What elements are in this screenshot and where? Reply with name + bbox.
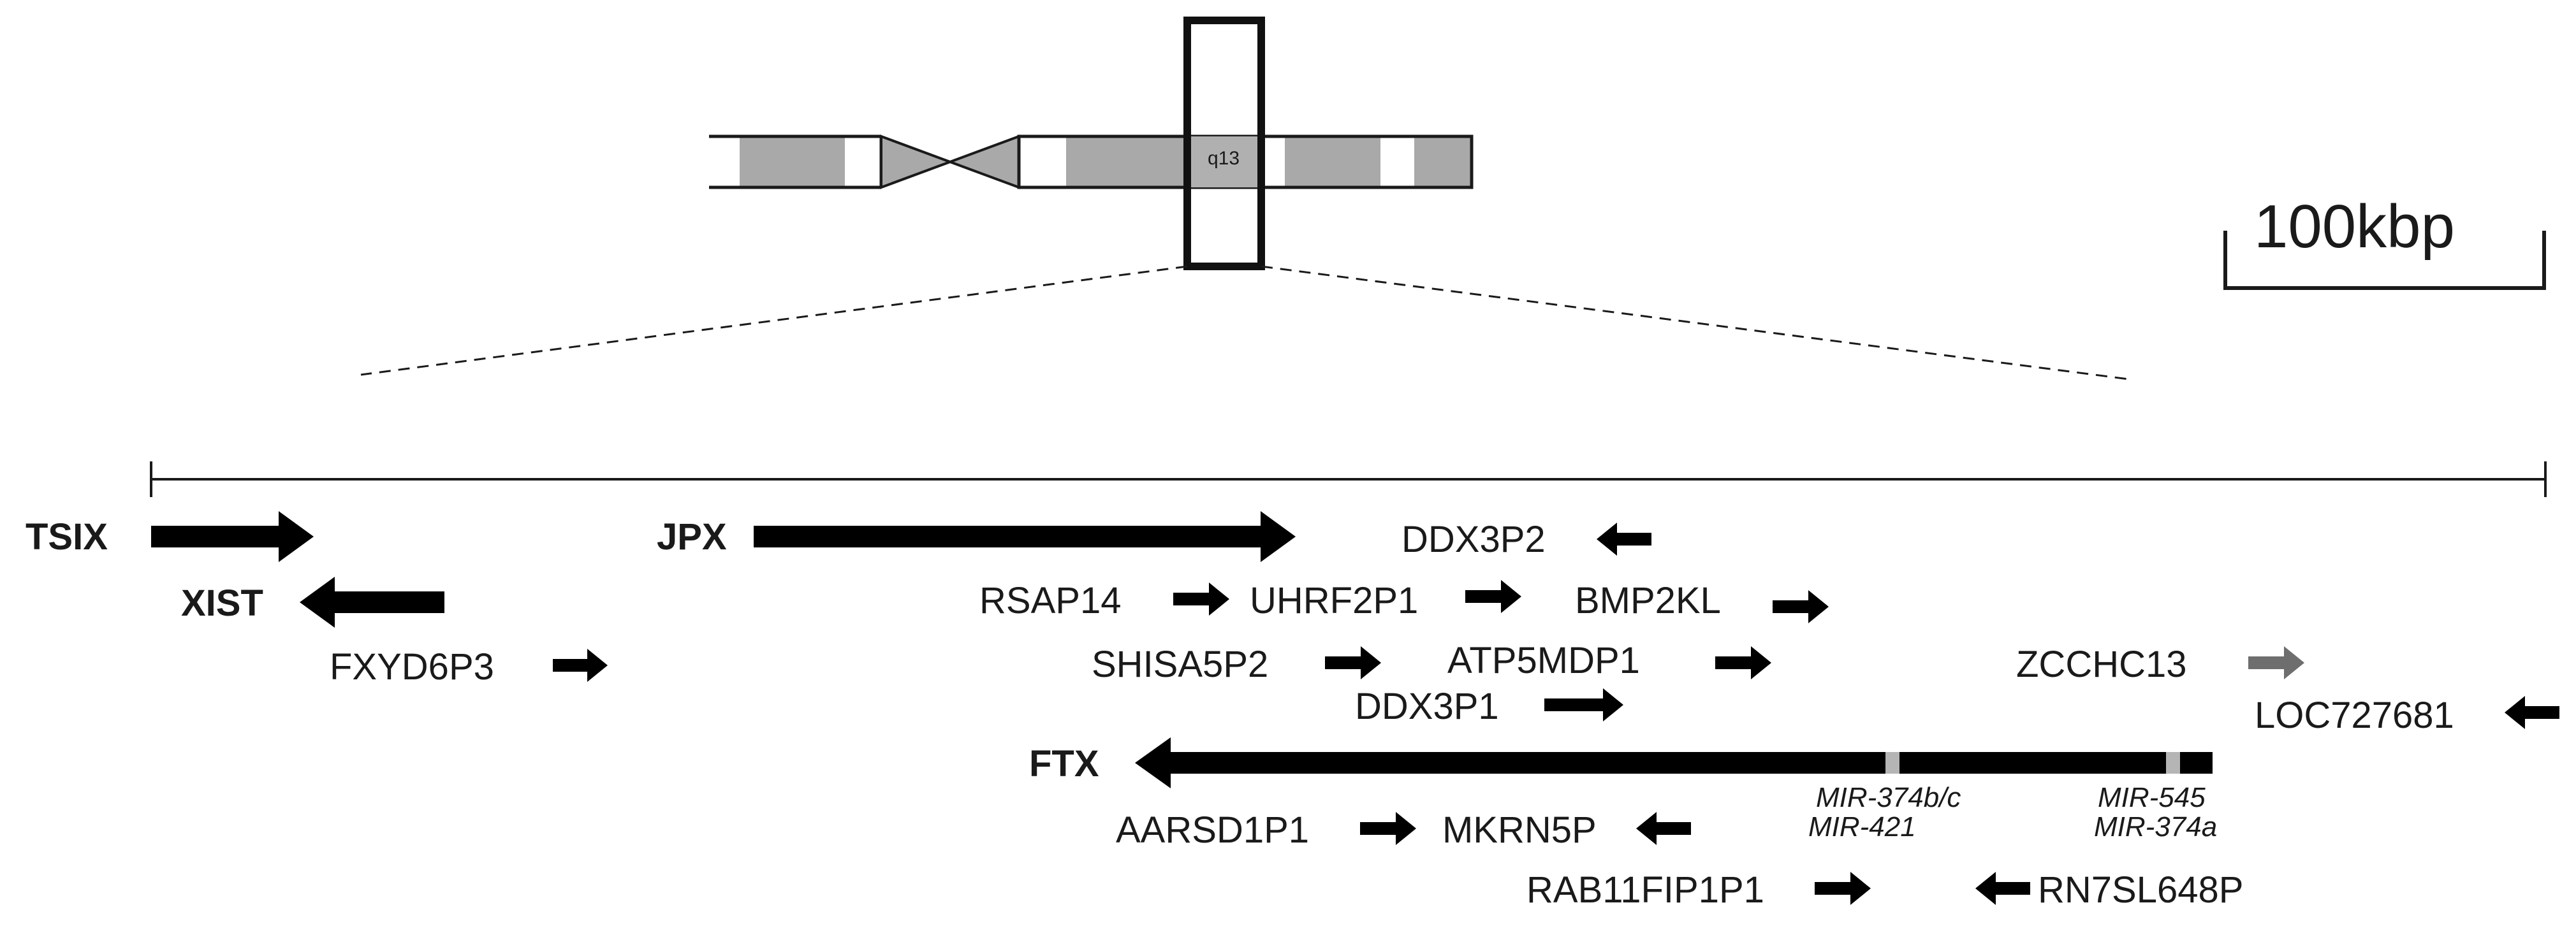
mirna-label-421: MIR-421 [1808, 811, 1916, 843]
gene-label-rab11fip1p1: RAB11FIP1P1 [1526, 869, 1764, 911]
rsap14-arrow [1173, 582, 1229, 616]
q-arm-band-1 [1066, 136, 1184, 187]
gene-label-zcchc13: ZCCHC13 [2016, 644, 2187, 685]
scale-bar-line [2223, 231, 2546, 290]
rab11fip1p1-arrow [1815, 872, 1871, 905]
gene-arrows [151, 511, 2559, 905]
gene-label-rn7sl648p: RN7SL648P [2038, 869, 2243, 911]
zoom-line-right [1261, 265, 2134, 381]
gene-label-fxyd6p3: FXYD6P3 [330, 646, 494, 688]
mirna-label-374bc: MIR-374b/c [1816, 782, 1961, 813]
uhrf2p1-arrow [1465, 580, 1521, 613]
ftx-arrow [1135, 737, 2213, 788]
gene-label-tsix: TSIX [26, 516, 108, 558]
p-arm-band-1 [740, 136, 845, 187]
ddx3p2-arrow [1597, 523, 1651, 556]
mir-marker-2 [2166, 752, 2180, 774]
aarsd1p1-arrow [1360, 812, 1416, 845]
gene-label-loc727681: LOC727681 [2255, 695, 2454, 736]
atp5mdp1-arrow [1715, 646, 1771, 679]
q-arm-band-4 [1414, 136, 1472, 187]
mir-marker-1 [1885, 752, 1899, 774]
gene-label-atp5mdp1: ATP5MDP1 [1447, 640, 1640, 681]
zoom-line-left [360, 265, 1188, 376]
mkrn5p-arrow [1636, 812, 1691, 845]
zoom-lines [360, 265, 2134, 381]
shisa5p2-arrow [1325, 646, 1381, 679]
gene-label-mkrn5p: MKRN5P [1442, 809, 1597, 851]
q13-highlight-box [1183, 17, 1265, 270]
mirna-label-374a: MIR-374a [2094, 811, 2217, 843]
gene-label-aarsd1p1: AARSD1P1 [1116, 809, 1309, 851]
xist-arrow [300, 577, 444, 628]
scale-bar: 100kbp [2223, 192, 2546, 290]
mirna-labels: MIR-374b/c MIR-421 MIR-545 MIR-374a [1808, 782, 2217, 843]
q-arm-band-3 [1285, 136, 1380, 187]
gene-label-jpx: JPX [657, 516, 727, 558]
chromosome-ideogram: q13 [709, 17, 1474, 270]
q13-band [1187, 136, 1261, 187]
mirna-label-545: MIR-545 [2098, 782, 2206, 813]
fxyd6p3-arrow [553, 649, 608, 682]
centromere [880, 134, 954, 189]
gene-label-uhrf2p1: UHRF2P1 [1250, 580, 1418, 621]
zcchc13-arrow [2248, 646, 2304, 679]
centromere [946, 134, 1020, 189]
jpx-arrow [754, 511, 1296, 562]
gene-label-shisa5p2: SHISA5P2 [1092, 644, 1268, 685]
scale-bar-label: 100kbp [2254, 192, 2455, 261]
gene-label-ddx3p1: DDX3P1 [1355, 686, 1499, 727]
ddx3p1-arrow [1544, 688, 1623, 721]
gene-label-bmp2kl: BMP2KL [1575, 580, 1721, 621]
locus-axis [150, 461, 2547, 497]
loc727681-arrow [2505, 696, 2559, 729]
gene-label-ddx3p2: DDX3P2 [1401, 519, 1546, 560]
tsix-arrow [151, 511, 314, 562]
band-label: q13 [1208, 148, 1240, 169]
gene-labels: TSIX XIST FXYD6P3 JPX DDX3P2 RSAP14 UHRF… [26, 516, 2454, 911]
gene-label-xist: XIST [181, 582, 263, 624]
rn7sl648p-arrow [1975, 872, 2030, 905]
bmp2kl-arrow [1773, 590, 1829, 623]
gene-label-rsap14: RSAP14 [979, 580, 1121, 621]
gene-label-ftx: FTX [1029, 743, 1099, 785]
